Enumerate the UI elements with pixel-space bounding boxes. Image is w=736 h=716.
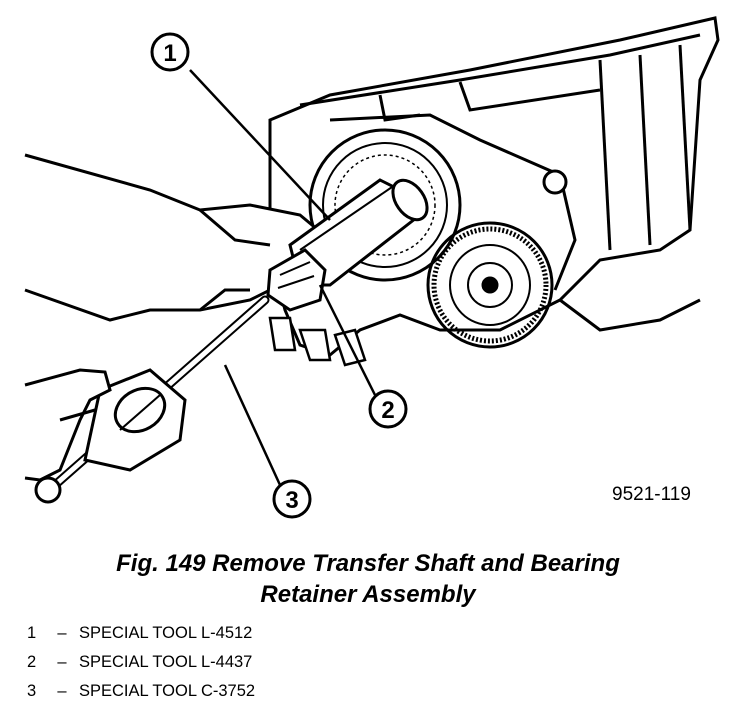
- legend-number: 2: [27, 653, 37, 671]
- caption-line-2: Retainer Assembly: [260, 581, 476, 608]
- output-gear: [426, 221, 554, 349]
- lower-hand: [24, 368, 112, 482]
- callout-2-number: 2: [381, 397, 394, 424]
- legend-item: 1 –SPECIAL TOOL L-4512: [27, 619, 255, 648]
- callout-3-number: 3: [285, 487, 298, 514]
- case-bolt: [542, 169, 568, 195]
- callout-3: 3: [272, 479, 312, 519]
- transfer-shaft-removal-illustration: 1 2 3 9521-119: [24, 16, 720, 519]
- legend-dash: –: [57, 653, 67, 671]
- legend-text: SPECIAL TOOL L-4512: [79, 624, 253, 642]
- callout-2: 2: [368, 389, 408, 429]
- callout-1: 1: [150, 32, 190, 72]
- special-tool-l4437: [266, 248, 327, 312]
- legend-text: SPECIAL TOOL C-3752: [79, 682, 256, 700]
- transmission-case: [268, 16, 720, 357]
- callout-leaders: [189, 69, 377, 486]
- caption-line-1: Fig. 149 Remove Transfer Shaft and Beari…: [116, 550, 620, 577]
- legend-dash: –: [57, 682, 67, 700]
- bearing-bore: [308, 128, 462, 282]
- legend-item: 3 –SPECIAL TOOL C-3752: [27, 677, 255, 706]
- legend-number: 3: [27, 682, 37, 700]
- special-tool-c3752: [34, 295, 270, 504]
- legend-item: 2 –SPECIAL TOOL L-4437: [27, 648, 255, 677]
- case-lugs: [268, 316, 367, 367]
- special-tool-l4512: [288, 178, 429, 287]
- legend-dash: –: [57, 624, 67, 642]
- figure-caption: Fig. 149 Remove Transfer Shaft and Beari…: [0, 548, 736, 610]
- figure-id-label: 9521-119: [612, 484, 691, 505]
- legend-text: SPECIAL TOOL L-4437: [79, 653, 253, 671]
- callout-1-number: 1: [163, 40, 176, 67]
- legend-number: 1: [27, 624, 37, 642]
- callout-legend: 1–SPECIAL TOOL L-4512 2–SPECIAL TOOL L-4…: [27, 619, 255, 706]
